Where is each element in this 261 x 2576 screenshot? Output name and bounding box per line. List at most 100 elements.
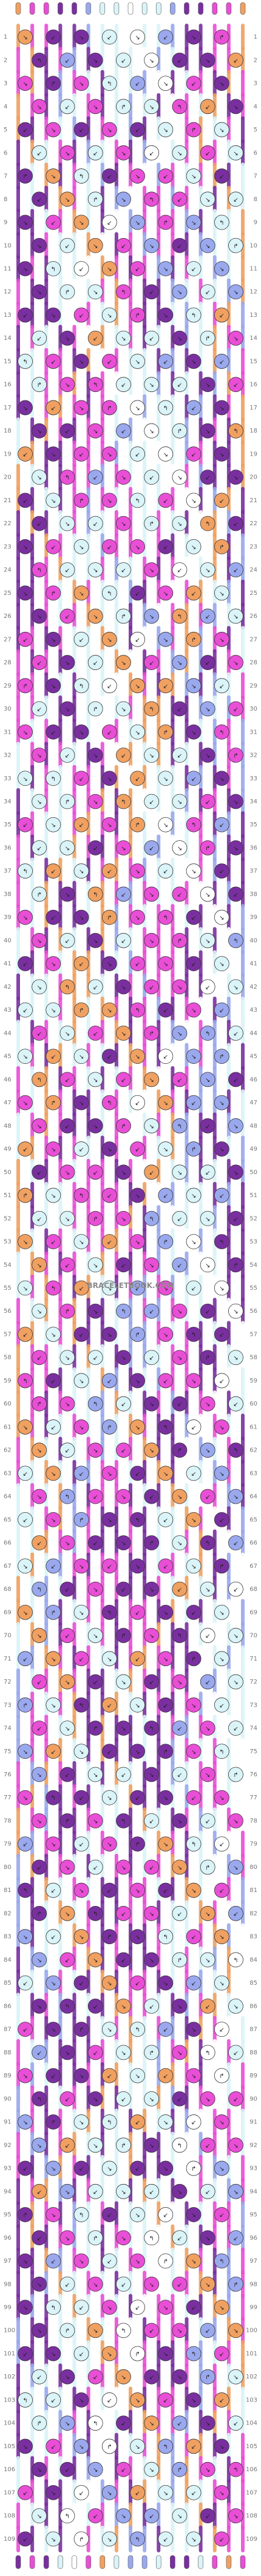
knot-circle xyxy=(18,2392,33,2408)
knot: ↙ xyxy=(32,145,47,161)
knot-circle xyxy=(186,1512,202,1527)
knot-arrow-icon: ↘ xyxy=(135,1702,140,1709)
knot-arrow-icon: ↙ xyxy=(79,961,84,968)
knot-circle xyxy=(59,1210,75,1226)
knot-arrow-icon: ↱ xyxy=(219,1564,224,1570)
knot-circle xyxy=(186,29,202,45)
knot-circle xyxy=(144,1813,160,1828)
knot-arrow-icon: ↘ xyxy=(79,1424,84,1431)
knot: ↰ xyxy=(18,1373,33,1389)
knot-arrow-icon: ↘ xyxy=(36,290,41,296)
knot: ↙ xyxy=(172,1257,188,1273)
row-number-left: 35 xyxy=(4,822,12,828)
knot-circle xyxy=(46,1187,61,1203)
knot-arrow-icon: ↙ xyxy=(79,1980,84,1987)
knot-circle xyxy=(32,933,47,948)
knot-arrow-icon: ↘ xyxy=(51,2351,56,2358)
knot-arrow-icon: ↙ xyxy=(149,845,154,852)
knot: ↘ xyxy=(172,840,188,855)
knot-arrow-icon: ↙ xyxy=(93,2003,98,2010)
knot: ↘ xyxy=(144,99,160,115)
row-number-right: 3 xyxy=(254,81,257,87)
knot: ↘ xyxy=(158,1141,174,1157)
knot-arrow-icon: ↘ xyxy=(233,104,238,111)
knot-circle xyxy=(228,1628,243,1643)
knot: ↘ xyxy=(116,1025,131,1041)
row-number-left: 46 xyxy=(4,1077,12,1083)
knot: ↘ xyxy=(214,122,229,138)
knot-circle xyxy=(144,562,160,578)
knot-arrow-icon: ↘ xyxy=(219,1980,224,1987)
knot-arrow-icon: ↘ xyxy=(22,267,27,273)
knot-circle xyxy=(116,840,131,855)
row-number-right: 11 xyxy=(249,266,257,273)
knot: ↙ xyxy=(73,446,89,462)
knot-circle xyxy=(101,1373,117,1389)
knot-circle xyxy=(172,1721,188,1736)
knot-circle xyxy=(116,1210,131,1226)
row-number-right: 77 xyxy=(249,1794,257,1801)
knot: ↙ xyxy=(172,2091,188,2106)
knot-circle xyxy=(228,1164,243,1180)
knot: ↱ xyxy=(158,214,174,230)
knot-arrow-icon: ↱ xyxy=(233,243,238,250)
knot: ↘ xyxy=(200,1442,215,1458)
knot-arrow-icon: ↱ xyxy=(177,1957,182,1964)
knot: ↰ xyxy=(116,2323,131,2339)
knot-circle xyxy=(59,423,75,439)
knot-circle xyxy=(158,1002,174,1018)
knot: ↙ xyxy=(73,1466,89,1481)
knot-arrow-icon: ↰ xyxy=(149,2236,154,2242)
knot-arrow-icon: ↰ xyxy=(51,776,56,783)
knot-arrow-icon: ↱ xyxy=(163,1749,168,1756)
knot: ↙ xyxy=(73,817,89,832)
knot-circle xyxy=(158,1141,174,1157)
knot-circle xyxy=(144,1303,160,1319)
knot: ↙ xyxy=(32,2230,47,2246)
knot-arrow-icon: ↘ xyxy=(191,729,196,736)
knot-circle xyxy=(200,1767,215,1782)
knot-arrow-icon: ↘ xyxy=(135,1888,140,1894)
knot-circle xyxy=(130,1141,145,1157)
knot: ↙ xyxy=(172,562,188,578)
knot-arrow-icon: ↘ xyxy=(163,961,168,968)
knot-arrow-icon: ↘ xyxy=(65,1865,70,1871)
knot-arrow-icon: ↙ xyxy=(121,1263,126,1269)
knot-arrow-icon: ↱ xyxy=(65,799,70,806)
knot-circle xyxy=(87,1489,103,1504)
knot-circle xyxy=(200,933,215,948)
knot-circle xyxy=(73,2022,89,2037)
knot-arrow-icon: ↱ xyxy=(22,1702,27,1709)
knot-arrow-icon: ↘ xyxy=(121,706,126,713)
knot: ↘ xyxy=(32,1118,47,1134)
knot: ↰ xyxy=(228,933,243,948)
knot-circle xyxy=(158,29,174,45)
knot: ↰ xyxy=(158,1929,174,1945)
knot-arrow-icon: ↘ xyxy=(36,1263,41,1269)
knot: ↘ xyxy=(130,2068,145,2083)
knot-arrow-icon: ↘ xyxy=(65,2050,70,2057)
knot: ↙ xyxy=(46,1419,61,1435)
knot-circle xyxy=(172,1118,188,1134)
knot: ↘ xyxy=(214,1466,229,1481)
knot-arrow-icon: ↰ xyxy=(79,1193,84,1200)
row-number-left: 31 xyxy=(4,729,12,735)
row-number-right: 6 xyxy=(254,150,257,156)
knot: ↘ xyxy=(200,377,215,393)
knot-arrow-icon: ↘ xyxy=(177,1170,182,1177)
knot: ↘ xyxy=(214,2485,229,2500)
row-number-right: 24 xyxy=(249,567,257,574)
knot-arrow-icon: ↙ xyxy=(36,706,41,713)
knot: ↘ xyxy=(158,122,174,138)
knot-circle xyxy=(32,377,47,393)
knot-arrow-icon: ↘ xyxy=(149,2467,154,2474)
knot-arrow-icon: ↘ xyxy=(177,1309,182,1315)
knot-circle xyxy=(214,2392,229,2408)
knot: ↘ xyxy=(186,724,202,740)
knot: ↙ xyxy=(172,701,188,717)
knot-circle xyxy=(172,2183,188,2199)
knot-circle xyxy=(101,585,117,601)
knot: ↘ xyxy=(87,1257,103,1273)
knot: ↱ xyxy=(228,237,243,253)
knot-arrow-icon: ↘ xyxy=(191,1054,196,1061)
